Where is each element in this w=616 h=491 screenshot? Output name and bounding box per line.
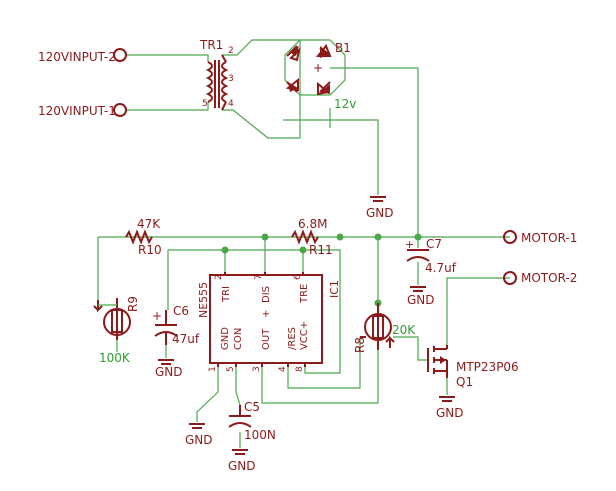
ic1-pin-res: /RES <box>287 327 298 350</box>
r10-ref: R10 <box>138 243 162 257</box>
q1-part: MTP23P06 <box>456 360 519 374</box>
q1-ref: Q1 <box>456 375 473 389</box>
c7-plus: + <box>405 238 414 251</box>
gnd-c7: GND <box>407 286 435 307</box>
ic1-plus: + <box>261 310 272 318</box>
connector-in1-label: 120VINPUT-1 <box>38 104 116 118</box>
ic1-pin-tri: TRI <box>221 286 232 303</box>
ldr-r9[interactable]: R9 <box>93 296 140 340</box>
r9-value: 100K <box>99 351 131 365</box>
capacitor-c6[interactable]: + C6 47uf <box>152 304 200 346</box>
r11-value: 6.8M <box>298 217 327 231</box>
potentiometer-r8[interactable]: R8 20K <box>353 303 416 353</box>
ic1-part: NE555 <box>197 282 210 318</box>
ic1-ne555[interactable]: NE555 IC1 TRI DIS TRE GND CON OUT + /RES… <box>197 272 341 372</box>
gnd-c6: GND <box>155 359 183 379</box>
transformer-tr1[interactable]: TR1 2 3 5 4 <box>199 38 234 111</box>
ic1-pinnum-1: 1 <box>208 366 218 372</box>
junctions <box>221 233 422 307</box>
tr1-pin3: 3 <box>228 74 234 84</box>
tr1-pin4: 4 <box>228 99 234 109</box>
tr1-ref: TR1 <box>199 38 223 52</box>
ic1-pinnum-6: 6 <box>293 274 303 280</box>
gnd-q1: GND <box>436 396 464 420</box>
gnd-c7-label: GND <box>407 293 435 307</box>
capacitor-c5[interactable]: C5 100N <box>228 400 276 442</box>
c5-value: 100N <box>244 428 276 442</box>
ic1-pin-out: OUT <box>261 328 272 350</box>
gnd-c5: GND <box>228 449 256 473</box>
b1-plus: + <box>313 61 323 75</box>
gnd-bridge: GND <box>366 196 394 220</box>
connector-in2-label: 120VINPUT-2 <box>38 50 116 64</box>
c6-value: 47uf <box>172 332 200 346</box>
r9-ref: R9 <box>126 296 140 312</box>
connector-motor1-label: MOTOR-1 <box>521 231 577 245</box>
ic1-pinnum-8: 8 <box>295 366 305 372</box>
connector-motor2[interactable]: MOTOR-2 <box>503 271 577 285</box>
gnd-c6-label: GND <box>155 365 183 379</box>
connector-motor2-label: MOTOR-2 <box>521 271 577 285</box>
resistor-r10[interactable]: 47K R10 <box>125 217 162 257</box>
ic1-pinnum-7: 7 <box>254 274 264 280</box>
bridge-rectifier-b1[interactable]: B1 + <box>284 39 351 138</box>
r8-value: 20K <box>392 323 416 337</box>
tr1-pin5: 5 <box>202 99 208 109</box>
c5-ref: C5 <box>244 400 260 414</box>
connector-in1[interactable]: 120VINPUT-1 <box>38 103 127 118</box>
ic1-pinnum-4: 4 <box>278 366 288 372</box>
ic1-pin-gnd: GND <box>220 327 231 350</box>
mosfet-q1[interactable]: MTP23P06 Q1 <box>427 345 519 389</box>
gnd-bridge-label: GND <box>366 206 394 220</box>
ic1-pin-dis: DIS <box>261 286 272 303</box>
b1-ref: B1 <box>335 41 351 55</box>
ic1-pinnum-3: 3 <box>252 366 262 372</box>
r10-value: 47K <box>137 217 161 231</box>
gnd-c5-label: GND <box>228 459 256 473</box>
ic1-pin-tre: TRE <box>299 284 310 304</box>
connector-in2[interactable]: 120VINPUT-2 <box>38 48 127 64</box>
ic1-pinnum-5: 5 <box>226 366 236 372</box>
c6-ref: C6 <box>173 304 189 318</box>
capacitor-c7[interactable]: + C7 4.7uf <box>405 237 457 275</box>
ic1-pinnum-2: 2 <box>214 274 224 280</box>
gnd-ic: GND <box>185 423 213 447</box>
connector-motor1[interactable]: MOTOR-1 <box>503 230 577 245</box>
net-12v-label: 12v <box>334 97 356 111</box>
ic1-ref: IC1 <box>328 280 341 298</box>
gnd-q1-label: GND <box>436 406 464 420</box>
ic1-pin-con: CON <box>233 328 244 350</box>
tr1-pin2: 2 <box>228 46 234 56</box>
ic1-pin-vcc: VCC+ <box>299 321 310 350</box>
gnd-ic-label: GND <box>185 433 213 447</box>
r8-ref: R8 <box>353 337 367 353</box>
gnd-r9: 100K <box>99 351 131 365</box>
c7-ref: C7 <box>426 237 442 251</box>
r11-ref: R11 <box>309 243 333 257</box>
wires <box>97 39 510 448</box>
c7-value: 4.7uf <box>425 261 457 275</box>
resistor-r11[interactable]: 6.8M R11 <box>291 217 333 257</box>
c6-plus: + <box>152 309 162 323</box>
